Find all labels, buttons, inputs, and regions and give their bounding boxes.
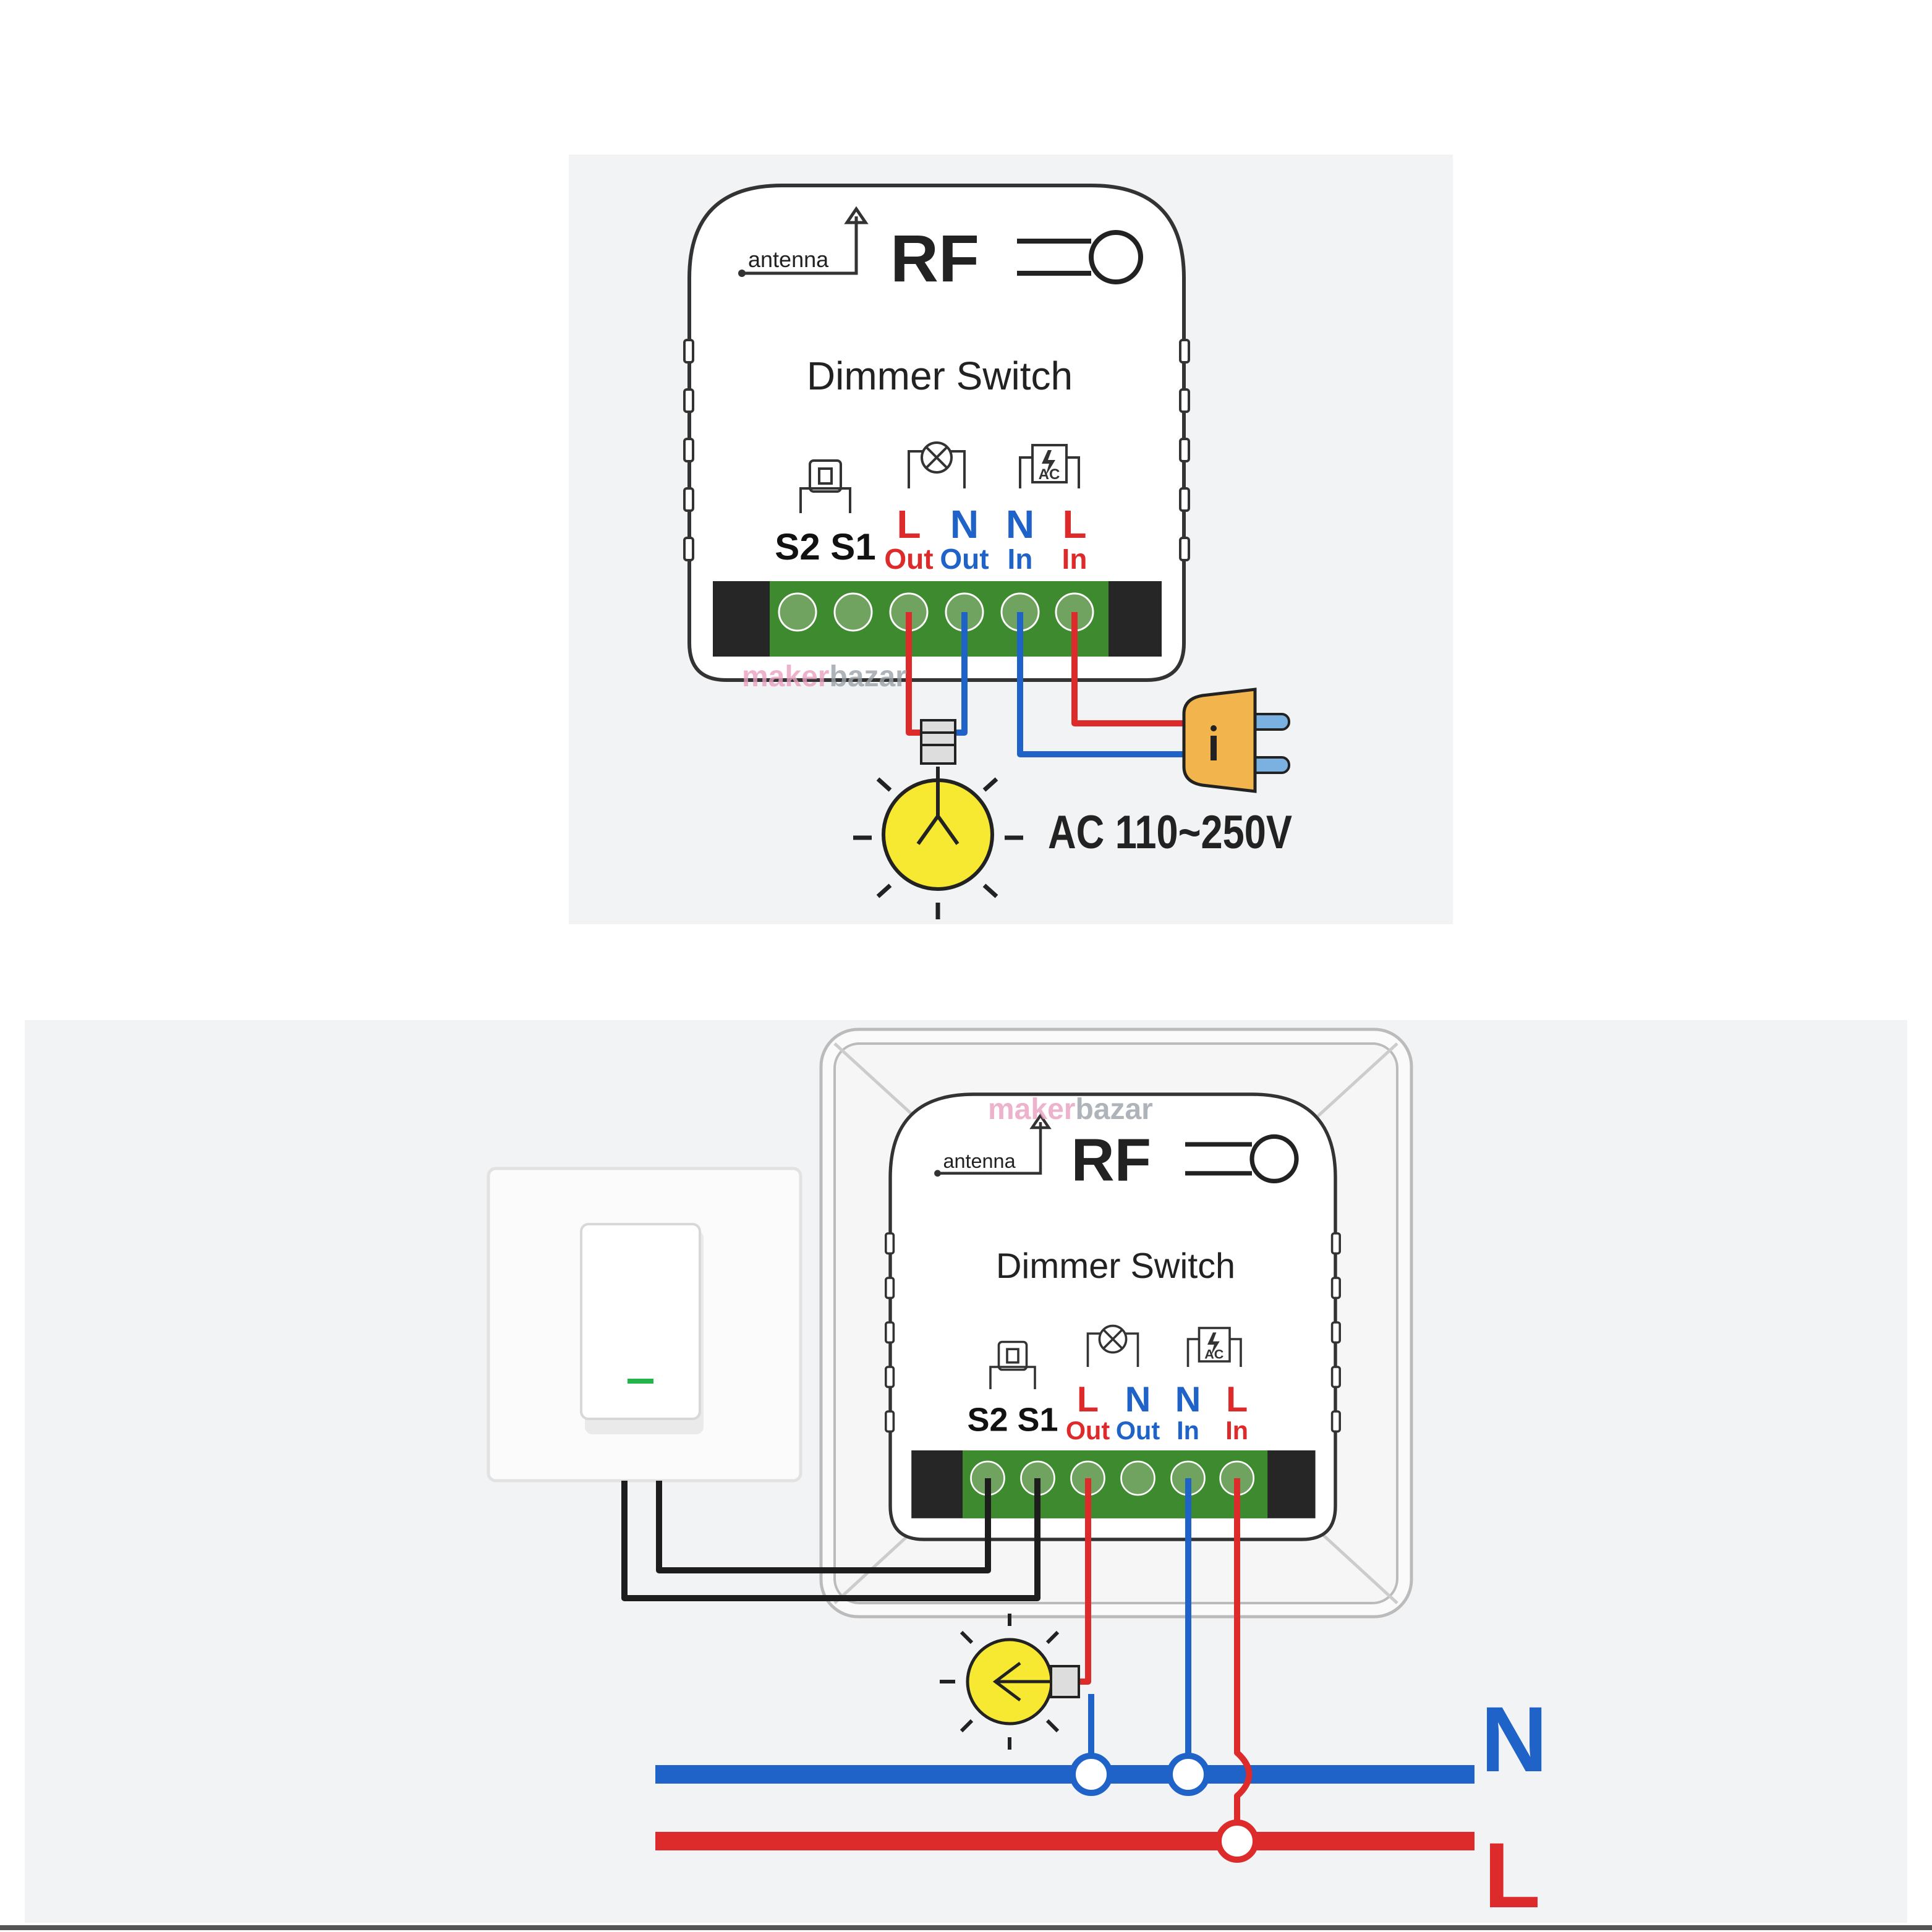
wire-switch-s2: [656, 1478, 991, 1573]
terminal-s2-label: S2: [775, 526, 820, 568]
light-bulb-icon: [940, 1614, 1080, 1750]
diagram2: antenna RF Dimmer Switch AC S2 S1 L Out …: [487, 1028, 1547, 1927]
neutral-junction: [1070, 1753, 1113, 1796]
terminal-nout-sub: Out: [1116, 1416, 1160, 1445]
module-title: Dimmer Switch: [996, 1246, 1235, 1286]
terminal-lout-label: L: [896, 502, 921, 547]
terminal-s1-label: S1: [830, 526, 875, 568]
module-title: Dimmer Switch: [807, 354, 1073, 398]
terminal-s2-label: S2: [967, 1402, 1008, 1439]
terminal-nin-sub: In: [1177, 1416, 1199, 1445]
terminal-lout-label: L: [1077, 1380, 1099, 1419]
terminal-screw: [833, 592, 873, 632]
antenna-label: antenna: [943, 1150, 1016, 1172]
terminal-lin-sub: In: [1225, 1416, 1248, 1445]
antenna-label: antenna: [748, 247, 829, 272]
ac-icon-label: AC: [1204, 1347, 1223, 1362]
rf-label: RF: [890, 221, 979, 296]
terminal-lout-sub: Out: [884, 543, 933, 575]
watermark-logo: makerbazar: [988, 1093, 1153, 1126]
terminal-nout-label: N: [1125, 1380, 1151, 1419]
terminal-lout-sub: Out: [1066, 1416, 1110, 1445]
dimmer-module-2: antenna RF Dimmer Switch AC S2 S1 L Out …: [886, 1094, 1340, 1539]
wall-switch: [487, 1167, 802, 1483]
live-junction: [1215, 1819, 1259, 1863]
dimmer-module-1: antenna RF Dimmer Switch AC S2 S1 L Out …: [684, 185, 1189, 680]
terminal-s1-label: S1: [1017, 1402, 1058, 1439]
plug-icon: [1182, 687, 1290, 793]
wire-switch-s1: [621, 1478, 1040, 1601]
switch-led-indicator: [628, 1379, 653, 1384]
terminal-lin-label: L: [1062, 502, 1086, 547]
terminal-nout-label: N: [950, 502, 979, 547]
wire-supply-live-2: [1234, 1478, 1253, 1827]
neutral-junction: [1167, 1753, 1210, 1796]
light-bulb-icon: [853, 719, 1023, 919]
diagram1: antenna RF Dimmer Switch AC S2 S1 L Out …: [684, 185, 1292, 919]
rf-label: RF: [1071, 1126, 1152, 1194]
ac-icon-label: AC: [1039, 466, 1060, 483]
wire-load-live-2: [1079, 1478, 1091, 1685]
wire-supply-live: [1071, 612, 1193, 726]
terminal-nin-sub: In: [1008, 543, 1033, 575]
terminal-nin-label: N: [1006, 502, 1034, 547]
watermark-logo: makerbazar: [742, 660, 907, 693]
live-label: L: [1484, 1823, 1541, 1927]
supply-voltage-label: AC 110~250V: [1048, 806, 1292, 859]
terminal-lin-sub: In: [1062, 543, 1087, 575]
wire-supply-neutral: [1017, 612, 1193, 757]
neutral-label: N: [1481, 1687, 1547, 1791]
terminal-nout-sub: Out: [940, 543, 989, 575]
terminal-screw: [1120, 1460, 1155, 1496]
terminal-screw: [778, 592, 817, 632]
terminal-lin-label: L: [1226, 1380, 1248, 1419]
terminal-nin-label: N: [1175, 1380, 1201, 1419]
